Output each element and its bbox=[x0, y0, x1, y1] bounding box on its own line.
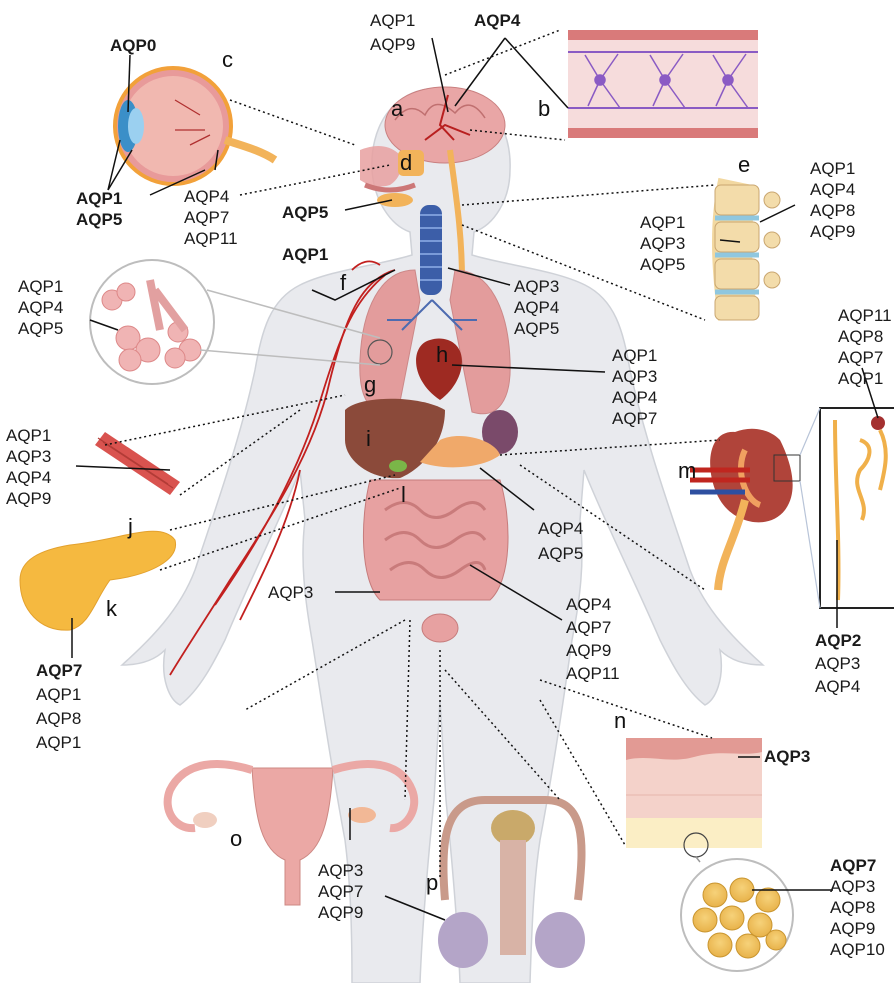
label-colon: AQP3 bbox=[268, 582, 313, 603]
adipose-inset bbox=[681, 859, 793, 971]
panel-letter-f: f bbox=[340, 270, 346, 296]
panel-letter-p: p bbox=[426, 870, 438, 896]
panel-letter-a: a bbox=[391, 96, 403, 122]
panel-letter-m: m bbox=[678, 458, 696, 484]
muscle-fibre bbox=[95, 432, 180, 495]
panel-letter-c: c bbox=[222, 47, 233, 73]
label-eye-aqp0: AQP0 bbox=[110, 35, 156, 56]
panel-letter-l: l bbox=[401, 482, 406, 508]
label-brain-aqp4: AQP4 bbox=[474, 10, 520, 31]
panel-letter-h: h bbox=[436, 342, 448, 368]
label-vessel-aqp1: AQP1 bbox=[282, 244, 328, 265]
panel-letter-n: n bbox=[614, 708, 626, 734]
panel-letter-e: e bbox=[738, 152, 750, 178]
alveoli-inset bbox=[90, 260, 214, 384]
blood-brain-barrier-inset bbox=[568, 30, 758, 138]
panel-letter-o: o bbox=[230, 826, 242, 852]
eye-inset bbox=[115, 68, 275, 184]
panel-letter-j: j bbox=[128, 514, 133, 540]
pancreas bbox=[20, 531, 176, 630]
label-salivary-aqp5: AQP5 bbox=[282, 202, 328, 223]
kidney-inset bbox=[690, 408, 894, 608]
skin-inset bbox=[626, 738, 762, 857]
panel-letter-g: g bbox=[364, 372, 376, 398]
spine-inset bbox=[715, 182, 780, 320]
label-pancreas: AQP7 AQP1 AQP8 AQP1 bbox=[36, 660, 82, 753]
panel-letter-b: b bbox=[538, 96, 550, 122]
panel-letter-i: i bbox=[366, 426, 371, 452]
panel-letter-d: d bbox=[400, 150, 412, 176]
panel-letter-k: k bbox=[106, 596, 117, 622]
label-skin-aqp3: AQP3 bbox=[764, 746, 810, 767]
